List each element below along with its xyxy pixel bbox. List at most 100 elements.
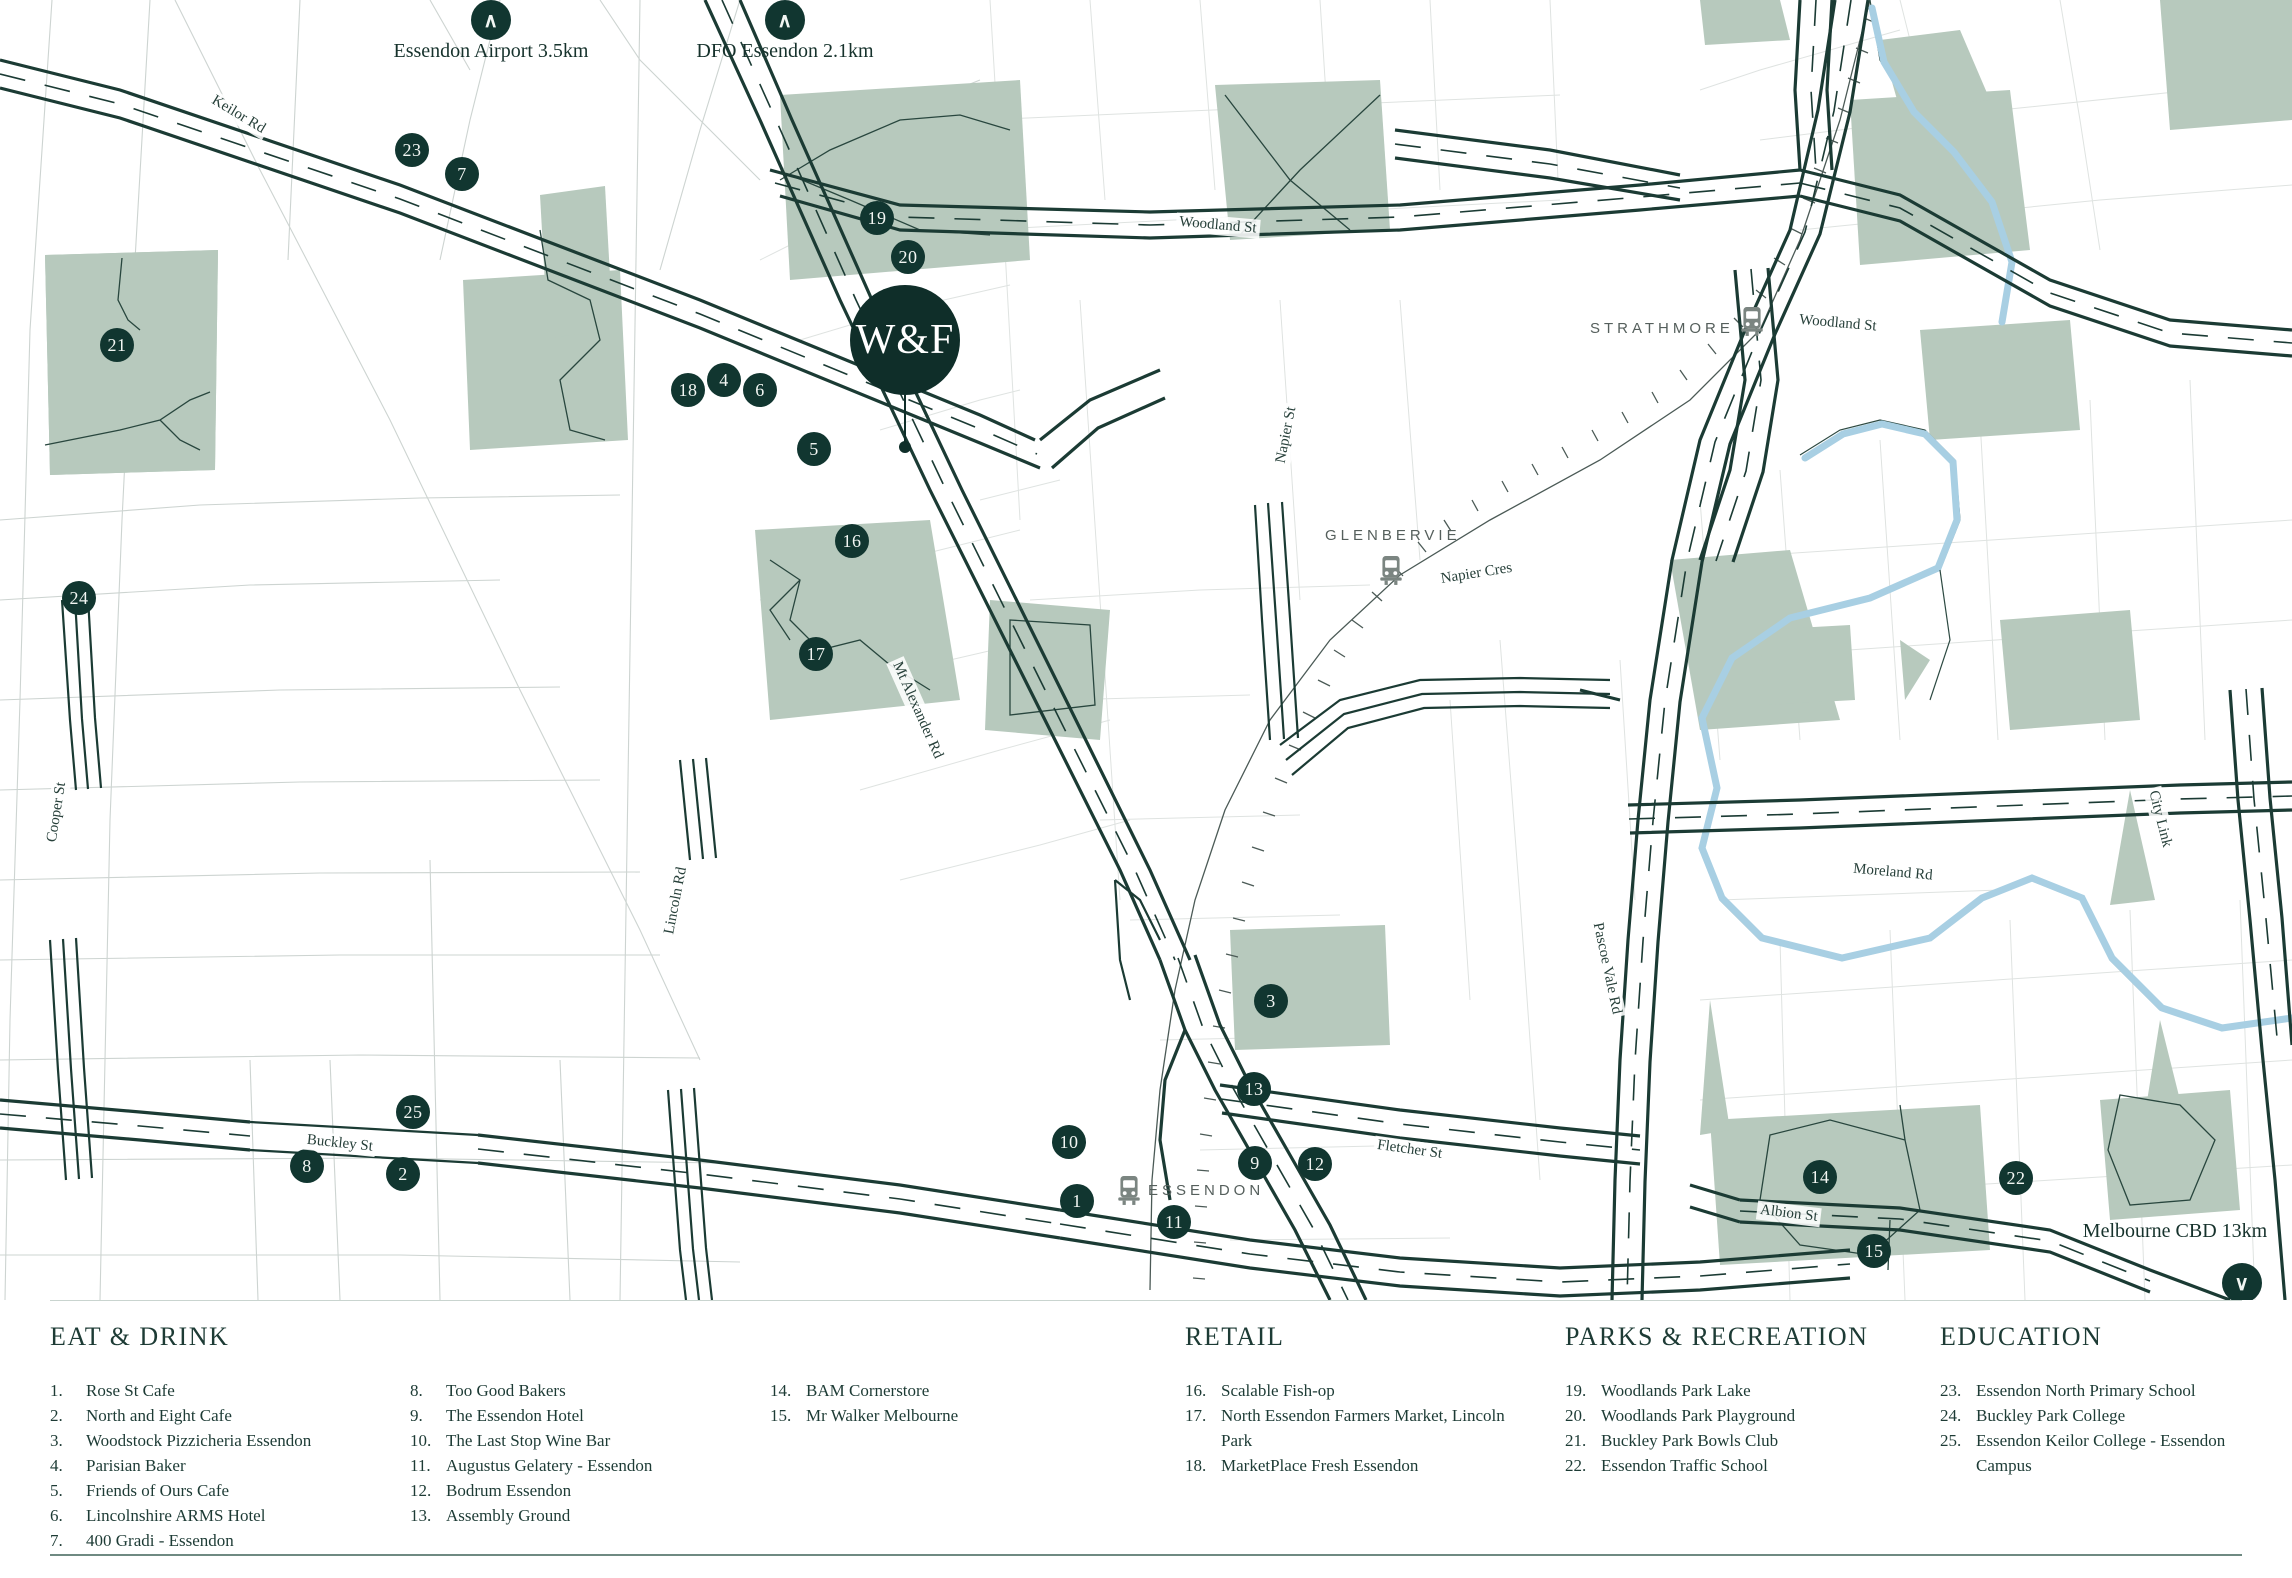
legend-item-number: 2. xyxy=(50,1406,63,1425)
legend-item-number: 13. xyxy=(410,1506,432,1525)
poi-marker-number: 14 xyxy=(1810,1166,1830,1187)
poi-marker-13[interactable]: 13 xyxy=(1237,1072,1271,1106)
poi-marker-4[interactable]: 4 xyxy=(707,363,741,397)
legend-item[interactable]: 1. Rose St Cafe xyxy=(50,1378,410,1403)
poi-marker-24[interactable]: 24 xyxy=(62,581,96,615)
legend-item[interactable]: 21.Buckley Park Bowls Club xyxy=(1565,1428,1905,1453)
legend-item-number: 19. xyxy=(1565,1381,1587,1400)
project-logo-stem xyxy=(904,395,906,445)
destination-label: Melbourne CBD 13km xyxy=(2082,1220,2268,1242)
legend-item[interactable]: 6.Lincolnshire ARMS Hotel xyxy=(50,1503,410,1528)
poi-marker-number: 12 xyxy=(1305,1153,1325,1174)
legend-item[interactable]: 14. BAM Cornerstore xyxy=(770,1378,1130,1403)
legend-item[interactable]: 24.Buckley Park College xyxy=(1940,1403,2270,1428)
train-station-icon[interactable] xyxy=(1378,556,1404,586)
legend-item-label: Rose St Cafe xyxy=(86,1381,175,1400)
poi-marker-number: 15 xyxy=(1864,1240,1884,1261)
poi-marker-9[interactable]: 9 xyxy=(1238,1146,1272,1180)
legend-item[interactable]: 4.Parisian Baker xyxy=(50,1453,410,1478)
project-logo-marker[interactable]: W&F xyxy=(850,285,960,395)
legend-item-number: 17. xyxy=(1185,1406,1207,1425)
legend-item-number: 22. xyxy=(1565,1456,1587,1475)
poi-marker-number: 2 xyxy=(398,1163,408,1184)
legend-item-number: 14. xyxy=(770,1381,792,1400)
legend-item[interactable]: 16.Scalable Fish-op xyxy=(1185,1378,1515,1403)
poi-marker-2[interactable]: 2 xyxy=(386,1157,420,1191)
poi-marker-19[interactable]: 19 xyxy=(860,201,894,235)
legend-item[interactable]: 13. Assembly Ground xyxy=(410,1503,770,1528)
poi-marker-12[interactable]: 12 xyxy=(1298,1147,1332,1181)
legend-item[interactable]: 25.Essendon Keilor College - Essendon Ca… xyxy=(1940,1428,2270,1478)
legend-item-label: Essendon North Primary School xyxy=(1976,1381,2196,1400)
poi-marker-16[interactable]: 16 xyxy=(835,524,869,558)
poi-marker-number: 8 xyxy=(302,1155,312,1176)
legend-item[interactable]: 7.400 Gradi - Essendon xyxy=(50,1528,410,1553)
poi-marker-number: 1 xyxy=(1072,1190,1082,1211)
legend-item-label: Parisian Baker xyxy=(86,1456,186,1475)
poi-marker-number: 18 xyxy=(678,379,698,400)
poi-marker-10[interactable]: 10 xyxy=(1052,1125,1086,1159)
poi-marker-5[interactable]: 5 xyxy=(797,432,831,466)
poi-marker-number: 4 xyxy=(719,369,729,390)
poi-marker-11[interactable]: 11 xyxy=(1157,1205,1191,1239)
legend-item[interactable]: 23.Essendon North Primary School xyxy=(1940,1378,2270,1403)
legend-item[interactable]: 8.Too Good Bakers xyxy=(410,1378,770,1403)
legend-item[interactable]: 2.North and Eight Cafe xyxy=(50,1403,410,1428)
legend-item-label: Friends of Ours Cafe xyxy=(86,1481,230,1500)
legend-item-number: 12. xyxy=(410,1481,432,1500)
poi-marker-15[interactable]: 15 xyxy=(1857,1234,1891,1268)
suburb-label-glenbervie: GLENBERVIE xyxy=(1325,527,1461,544)
train-station-icon[interactable] xyxy=(1116,1176,1142,1206)
legend-item-number: 21. xyxy=(1565,1431,1587,1450)
arrow-down-icon[interactable]: ∨ xyxy=(2222,1263,2262,1300)
poi-marker-number: 19 xyxy=(867,207,887,228)
poi-marker-6[interactable]: 6 xyxy=(743,373,777,407)
legend-item[interactable]: 10.The Last Stop Wine Bar xyxy=(410,1428,770,1453)
legend-item-label: BAM Cornerstore xyxy=(806,1381,930,1400)
legend-item-label: Assembly Ground xyxy=(446,1506,571,1525)
poi-marker-number: 5 xyxy=(809,438,819,459)
poi-marker-7[interactable]: 7 xyxy=(445,157,479,191)
poi-marker-25[interactable]: 25 xyxy=(396,1095,430,1129)
poi-marker-3[interactable]: 3 xyxy=(1254,984,1288,1018)
legend-item-number: 7. xyxy=(50,1531,63,1550)
poi-marker-18[interactable]: 18 xyxy=(671,373,705,407)
poi-marker-14[interactable]: 14 xyxy=(1803,1160,1837,1194)
poi-marker-8[interactable]: 8 xyxy=(290,1149,324,1183)
arrow-up-icon[interactable]: ∧ xyxy=(765,0,805,40)
legend-item[interactable]: 5.Friends of Ours Cafe xyxy=(50,1478,410,1503)
poi-marker-22[interactable]: 22 xyxy=(1999,1161,2033,1195)
legend-item-number: 16. xyxy=(1185,1381,1207,1400)
legend-item[interactable]: 12.Bodrum Essendon xyxy=(410,1478,770,1503)
legend-item[interactable]: 17.North Essendon Farmers Market, Lincol… xyxy=(1185,1403,1515,1453)
legend-item-label: The Essendon Hotel xyxy=(446,1406,584,1425)
legend-item-label: Woodstock Pizzicheria Essendon xyxy=(86,1431,312,1450)
legend-item[interactable]: 11.Augustus Gelatery - Essendon xyxy=(410,1453,770,1478)
legend-item-number: 1. xyxy=(50,1381,63,1400)
poi-marker-1[interactable]: 1 xyxy=(1060,1184,1094,1218)
poi-marker-21[interactable]: 21 xyxy=(100,328,134,362)
legend-item-label: Essendon Traffic School xyxy=(1601,1456,1768,1475)
arrow-up-icon[interactable]: ∧ xyxy=(471,0,511,40)
legend-item-number: 24. xyxy=(1940,1406,1962,1425)
legend-item[interactable]: 9.The Essendon Hotel xyxy=(410,1403,770,1428)
map-canvas[interactable]: .parcel{fill:none;stroke:#cdd4d1;stroke-… xyxy=(0,0,2292,1300)
poi-marker-23[interactable]: 23 xyxy=(395,133,429,167)
train-station-icon[interactable] xyxy=(1739,307,1765,337)
poi-marker-20[interactable]: 20 xyxy=(891,240,925,274)
legend-item-number: 18. xyxy=(1185,1456,1207,1475)
legend-item[interactable]: 19.Woodlands Park Lake xyxy=(1565,1378,1905,1403)
legend-item[interactable]: 3.Woodstock Pizzicheria Essendon xyxy=(50,1428,410,1453)
legend-item[interactable]: 22. Essendon Traffic School xyxy=(1565,1453,1905,1478)
legend-item[interactable]: 18.MarketPlace Fresh Essendon xyxy=(1185,1453,1515,1478)
legend-item-number: 15. xyxy=(770,1406,792,1425)
poi-marker-number: 24 xyxy=(69,587,89,608)
poi-marker-17[interactable]: 17 xyxy=(799,637,833,671)
legend-item[interactable]: 15.Mr Walker Melbourne xyxy=(770,1403,1130,1428)
suburb-label-strathmore: STRATHMORE xyxy=(1590,320,1734,337)
legend-item[interactable]: 20.Woodlands Park Playground xyxy=(1565,1403,1905,1428)
